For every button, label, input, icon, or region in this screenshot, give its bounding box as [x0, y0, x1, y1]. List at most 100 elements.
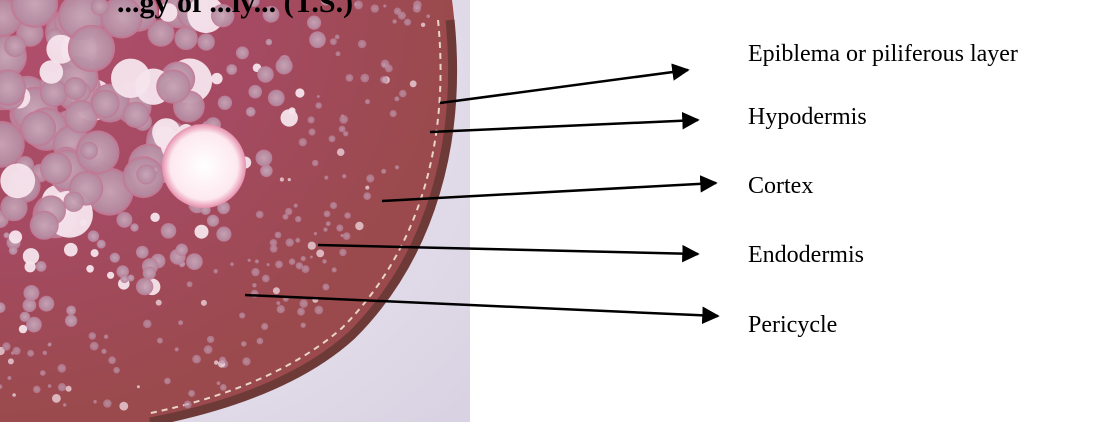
label-pericycle: Pericycle	[748, 313, 837, 337]
cell	[251, 290, 259, 298]
cell	[230, 262, 234, 266]
cell	[380, 76, 387, 83]
cell	[0, 194, 27, 221]
cell	[276, 301, 280, 305]
cell	[301, 256, 306, 261]
cell	[297, 308, 305, 316]
cell	[256, 150, 273, 167]
cell	[366, 174, 374, 182]
cell	[136, 246, 149, 259]
cell	[63, 403, 67, 407]
cell	[108, 356, 116, 364]
cell	[66, 306, 76, 316]
cell	[346, 74, 354, 82]
cell	[80, 219, 87, 226]
cell	[217, 381, 221, 385]
section-micrograph	[0, 0, 470, 422]
cell	[241, 341, 247, 347]
cell	[337, 148, 345, 156]
cell	[64, 243, 78, 257]
cell	[150, 213, 159, 222]
cell	[280, 177, 284, 181]
cell	[20, 312, 30, 322]
cell	[344, 212, 351, 219]
cell	[275, 261, 283, 269]
cell	[7, 376, 11, 380]
cell	[178, 320, 183, 325]
cell	[136, 278, 153, 295]
cell	[130, 223, 138, 231]
cell	[236, 46, 249, 59]
cell	[39, 296, 55, 312]
cell	[285, 208, 292, 215]
cell	[260, 165, 273, 178]
label-endodermis: Endodermis	[748, 243, 864, 267]
cell	[322, 259, 327, 264]
micrograph-svg	[0, 0, 470, 422]
cell	[342, 174, 346, 178]
cell	[36, 261, 47, 272]
cell	[267, 263, 270, 266]
cell	[4, 35, 26, 57]
cell	[93, 400, 97, 404]
cell	[316, 250, 324, 258]
cell	[90, 342, 99, 351]
cell	[252, 283, 257, 288]
cell	[277, 305, 285, 313]
cell	[261, 323, 268, 330]
cell	[257, 338, 264, 345]
cell	[281, 109, 298, 126]
cell	[88, 230, 100, 242]
cell	[312, 160, 319, 167]
label-epiblema: Epiblema or piliferous layer	[748, 42, 1018, 66]
cell	[65, 315, 77, 327]
large-vessel	[162, 124, 246, 208]
cell	[322, 284, 329, 291]
cell	[143, 320, 152, 329]
cell	[9, 230, 22, 243]
cell	[12, 393, 16, 397]
cell	[343, 232, 351, 240]
cell	[137, 385, 140, 388]
cell	[120, 275, 128, 283]
cell	[89, 332, 97, 340]
cell	[113, 367, 120, 374]
cell	[207, 336, 214, 343]
label-hypodermis: Hypodermis	[748, 105, 867, 129]
cell	[119, 402, 128, 411]
cell	[127, 275, 134, 282]
cell	[211, 73, 222, 84]
cell	[382, 63, 387, 68]
cell	[186, 253, 203, 270]
page-title: ...gy of ...ly... (T.S.)	[0, 0, 470, 20]
cell	[295, 238, 300, 243]
cell	[339, 249, 346, 256]
cell	[204, 345, 213, 354]
cell	[21, 111, 57, 147]
cell	[66, 386, 72, 392]
cell	[299, 138, 307, 146]
cell	[68, 25, 115, 72]
cell	[107, 272, 114, 279]
cell	[48, 343, 52, 347]
cell	[276, 57, 293, 74]
cell	[13, 347, 21, 355]
cell	[330, 202, 337, 209]
cell	[188, 390, 195, 397]
cell	[256, 211, 264, 219]
cell	[308, 128, 315, 135]
cell	[295, 216, 301, 222]
cell	[308, 116, 315, 123]
cell	[226, 64, 237, 75]
cell	[242, 357, 250, 365]
cell	[156, 300, 162, 306]
cell	[288, 178, 291, 181]
cell	[395, 165, 399, 169]
cell	[198, 33, 215, 50]
cell	[64, 77, 87, 100]
cell	[184, 401, 192, 409]
cell	[314, 306, 323, 315]
cell	[91, 90, 119, 118]
cell	[40, 60, 64, 84]
cell	[187, 281, 193, 287]
